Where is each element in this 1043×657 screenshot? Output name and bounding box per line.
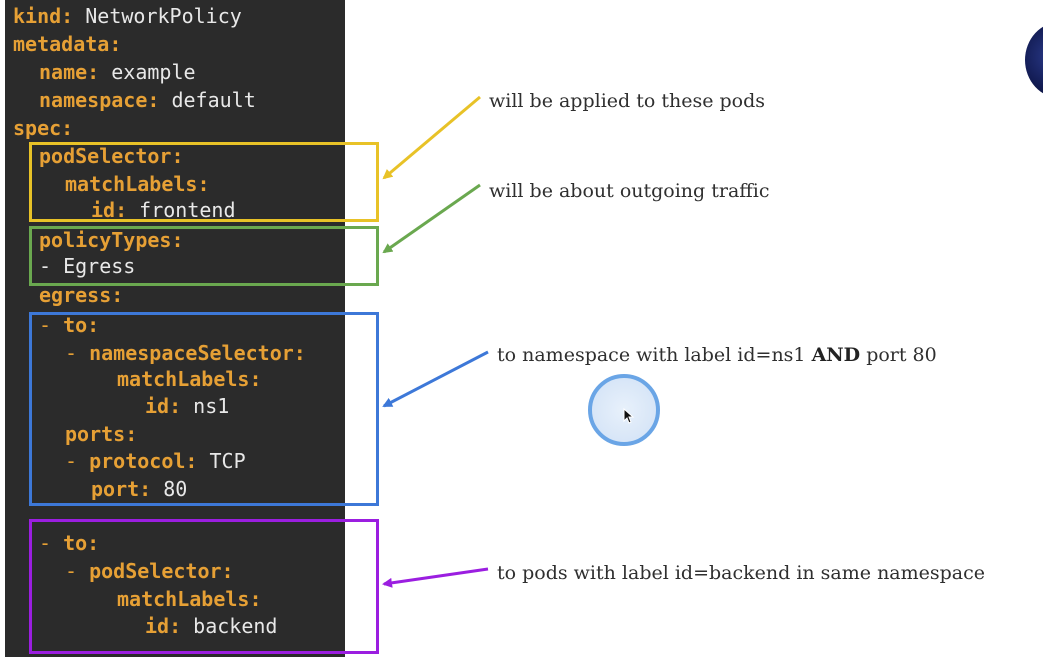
code-line-id-frontend: id: frontend: [91, 198, 236, 222]
annotation-outgoing-traffic: will be about outgoing traffic: [489, 180, 770, 202]
code-line-matchlabels-2: matchLabels:: [117, 367, 262, 391]
highlight-box-policytypes: [29, 226, 379, 286]
code-line-name: name: example: [39, 60, 196, 84]
code-line-metadata: metadata:: [13, 32, 122, 56]
arrow-purple: [382, 567, 489, 588]
code-line-port: port: 80: [91, 477, 188, 501]
code-line-namespaceselector: - namespaceSelector:: [65, 341, 306, 365]
highlight-box-pod-rule: [29, 519, 379, 654]
annotation-backend-pods: to pods with label id=backend in same na…: [497, 562, 986, 584]
annotation-applied-pods: will be applied to these pods: [489, 90, 766, 112]
code-line-id-ns1: id: ns1: [145, 394, 230, 418]
code-line-egress: egress:: [39, 283, 124, 307]
code-line-matchlabels-3: matchLabels:: [117, 587, 262, 611]
code-line-podselector-2: - podSelector:: [65, 559, 234, 583]
code-line-protocol: - protocol: TCP: [65, 449, 246, 473]
presenter-avatar: [1025, 22, 1043, 98]
code-line-namespace: namespace: default: [39, 88, 256, 112]
code-line-to-1: - to:: [39, 313, 100, 337]
code-line-spec: spec:: [13, 116, 74, 140]
code-line-id-backend: id: backend: [145, 614, 278, 638]
code-line-kind: kind: NetworkPolicy: [13, 4, 242, 28]
code-line-policytypes: policyTypes:: [39, 228, 184, 252]
code-line-to-2: - to:: [39, 531, 100, 555]
arrow-green: [382, 183, 481, 254]
annotation-namespace-port: to namespace with label id=ns1 AND port …: [497, 344, 937, 366]
mouse-cursor-icon: [623, 408, 635, 424]
highlight-box-podselector: [29, 142, 379, 222]
highlight-box-namespace-rule: [29, 312, 379, 506]
code-line-podselector: podSelector:: [39, 144, 184, 168]
code-line-egress-type: - Egress: [39, 254, 136, 278]
code-line-matchlabels-1: matchLabels:: [65, 172, 210, 196]
arrow-yellow: [382, 95, 481, 180]
code-line-ports: ports:: [65, 422, 138, 446]
code-panel: kind: NetworkPolicy metadata: name: exam…: [5, 0, 345, 657]
arrow-blue: [382, 350, 489, 408]
